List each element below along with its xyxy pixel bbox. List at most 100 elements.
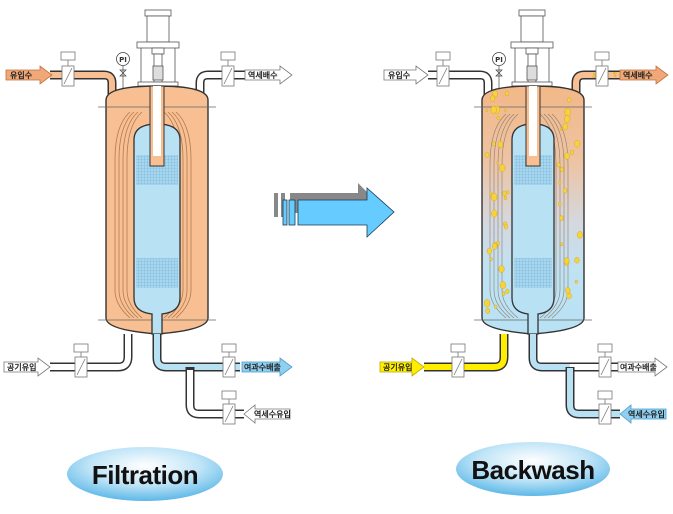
air-bubble — [574, 257, 580, 264]
actuator — [136, 9, 180, 87]
svg-text:유입수: 유입수 — [388, 70, 411, 80]
pressure-gauge: PI — [492, 52, 506, 88]
filtration-title: Filtration — [67, 447, 223, 501]
actuator — [510, 9, 554, 87]
air-bubble — [558, 202, 562, 207]
label-inlet: 유입수 — [5, 65, 53, 85]
air-inlet-pipe — [50, 334, 133, 372]
air-bubble — [485, 307, 491, 314]
svg-text:유입수: 유입수 — [10, 70, 33, 80]
svg-text:역세배수: 역세배수 — [248, 70, 278, 80]
air-bubble — [494, 305, 498, 310]
backwash-in-pipe — [185, 367, 244, 419]
valve-icon[interactable] — [221, 343, 237, 378]
backwash-title: Backwash — [456, 442, 610, 496]
air-bubble — [570, 149, 574, 155]
label-air-inlet: 공기유입 — [3, 357, 51, 377]
air-bubble — [564, 152, 570, 160]
svg-text:역세수유입: 역세수유입 — [628, 409, 665, 419]
air-bubble — [489, 191, 493, 196]
svg-text:여과수배출: 여과수배출 — [620, 362, 657, 372]
air-bubble — [612, 71, 616, 75]
valve-icon[interactable] — [594, 51, 610, 87]
valve-icon[interactable] — [450, 343, 466, 378]
air-bubble — [563, 257, 570, 265]
air-bubble — [489, 257, 493, 262]
air-bubble — [559, 242, 563, 247]
backwash-in-pipe — [565, 367, 620, 419]
label-backwash-drain: 역세배수 — [619, 65, 669, 85]
air-bubble — [492, 90, 498, 98]
backwash-panel: PI — [379, 9, 669, 496]
air-bubble — [502, 190, 507, 197]
svg-text:Backwash: Backwash — [471, 455, 594, 485]
svg-text:역세배수: 역세배수 — [623, 70, 653, 80]
air-bubble — [559, 215, 564, 221]
air-bubble — [499, 281, 507, 290]
air-bubble — [490, 193, 498, 202]
air-bubble — [501, 291, 506, 296]
air-bubble — [593, 72, 596, 75]
svg-text:여과수배출: 여과수배출 — [244, 362, 281, 372]
air-bubble — [564, 115, 571, 123]
valve-icon[interactable] — [221, 390, 237, 425]
air-bubble — [491, 141, 496, 147]
gauge-label: PI — [119, 56, 127, 64]
air-bubble — [484, 299, 491, 308]
air-bubble — [558, 180, 562, 185]
air-bubble — [497, 140, 504, 148]
valve-icon[interactable] — [435, 51, 451, 87]
air-bubble — [562, 123, 568, 131]
valve-icon[interactable] — [220, 51, 236, 87]
air-bubble — [565, 287, 571, 294]
air-bubble — [496, 161, 499, 165]
valve-icon[interactable] — [597, 343, 613, 378]
air-bubble — [505, 288, 510, 294]
inlet-pipe — [50, 70, 117, 100]
air-bubble — [505, 91, 509, 97]
label-inlet: 유입수 — [383, 65, 429, 85]
air-bubble — [576, 231, 583, 239]
air-bubble — [485, 108, 488, 112]
svg-text:공기유입: 공기유입 — [7, 362, 36, 372]
valve-icon[interactable] — [60, 51, 76, 87]
label-backwash-in: 역세수유입 — [619, 404, 667, 424]
air-bubble — [564, 107, 571, 117]
label-filtrate-out: 여과수배출 — [617, 357, 668, 377]
air-bubble — [490, 95, 496, 102]
pressure-gauge: PI — [116, 52, 130, 88]
air-bubble — [556, 162, 561, 168]
air-bubble — [506, 190, 510, 195]
label-backwash-drain: 역세배수 — [244, 65, 293, 85]
label-filtrate-out: 여과수배출 — [241, 357, 293, 377]
air-bubble — [504, 108, 507, 113]
air-bubble — [498, 265, 505, 273]
air-bubble — [499, 164, 506, 172]
air-bubble — [486, 247, 493, 255]
transition-arrow — [274, 183, 395, 238]
air-bubble — [559, 166, 564, 173]
air-bubble — [567, 97, 572, 103]
air-bubble — [491, 209, 498, 218]
svg-text:공기유입: 공기유입 — [383, 362, 412, 372]
label-air-inlet: 공기유입 — [379, 357, 425, 377]
svg-text:Filtration: Filtration — [92, 460, 198, 490]
air-bubble — [574, 139, 580, 148]
filtration-panel: PI — [3, 9, 293, 501]
air-bubble — [614, 74, 617, 77]
air-bubbles — [484, 71, 617, 314]
air-bubble — [492, 242, 498, 250]
air-bubble — [562, 187, 568, 194]
air-bubble — [574, 279, 578, 284]
gauge-label: PI — [495, 56, 503, 64]
air-bubble — [504, 224, 509, 230]
air-bubble — [496, 115, 500, 121]
valve-icon[interactable] — [73, 343, 89, 378]
valve-icon[interactable] — [597, 390, 613, 425]
air-bubble — [559, 127, 563, 131]
air-bubble — [503, 195, 508, 200]
air-bubble — [490, 106, 497, 114]
air-bubble — [484, 152, 490, 158]
label-backwash-in: 역세수유입 — [243, 404, 291, 424]
